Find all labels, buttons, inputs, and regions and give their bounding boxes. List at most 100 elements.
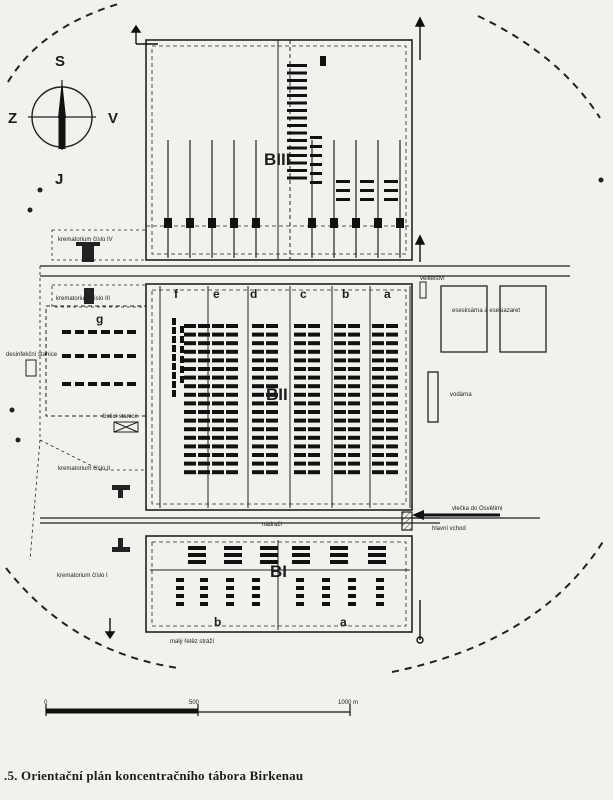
b2-barrack: [372, 367, 384, 371]
b2-barrack: [294, 324, 306, 328]
b2-barrack: [212, 392, 224, 397]
b2-barrack: [252, 410, 264, 414]
b2-barrack: [334, 435, 346, 440]
g-barrack: [62, 330, 71, 334]
b3-barrack: [384, 189, 398, 192]
b2-barrack: [266, 461, 278, 466]
b1-barrack: [322, 594, 330, 598]
b2-barrack: [252, 461, 264, 466]
b2-barrack: [252, 332, 264, 337]
b3-gatehouse: [352, 218, 360, 228]
b1-barrack: [376, 578, 384, 582]
main-gate-arrow: [412, 510, 500, 520]
b2-barrack: [294, 444, 306, 449]
b1-barrack: [348, 586, 356, 590]
b3-barrack: [287, 109, 307, 112]
subcamp-letter-e: e: [213, 287, 220, 301]
b2-barrack: [294, 427, 306, 432]
b2-barrack: [372, 435, 384, 440]
b2-barrack: [334, 375, 346, 380]
b2-barrack: [252, 435, 264, 440]
b2-barrack: [334, 418, 346, 423]
b2-barrack: [212, 332, 224, 337]
b2-barrack: [212, 410, 224, 414]
b3-barrack: [310, 172, 322, 175]
b2-barrack: [252, 341, 264, 346]
b2-barrack: [184, 470, 196, 475]
g-barrack: [75, 330, 84, 334]
b2-barrack: [212, 349, 224, 354]
b1-barrack: [368, 553, 386, 557]
b2-barrack: [372, 349, 384, 354]
b2-barrack: [184, 341, 196, 346]
b2-barrack: [212, 375, 224, 380]
b2-barrack: [180, 336, 184, 343]
b3-barrack: [310, 154, 322, 157]
section-b3-barracks: [164, 56, 404, 228]
b2-barrack: [226, 470, 238, 475]
b2-barrack: [308, 324, 320, 328]
b2-barrack: [348, 392, 360, 397]
b2-barrack: [372, 418, 384, 423]
barracks-hospital-label: esesksárna a esesiazaret: [452, 308, 520, 314]
b2-barrack: [226, 392, 238, 397]
b1-barrack: [296, 578, 304, 582]
b2-barrack: [226, 324, 238, 328]
b2-barrack: [266, 470, 278, 475]
b2-barrack: [252, 470, 264, 475]
b2-barrack: [212, 401, 224, 406]
b2-barrack: [348, 401, 360, 406]
b2-barrack: [348, 324, 360, 328]
g-barrack: [88, 382, 97, 386]
b2-barrack: [308, 444, 320, 449]
g-barrack: [75, 354, 84, 358]
b1-barrack: [260, 546, 278, 550]
b2-barrack: [184, 384, 196, 389]
b2-barrack: [266, 332, 278, 337]
b2-barrack: [386, 341, 398, 346]
b3-barrack: [287, 176, 307, 180]
b2-barrack: [294, 384, 306, 389]
sector-g-barracks: [62, 330, 136, 386]
b1-barrack: [322, 578, 330, 582]
b1-barrack: [176, 594, 184, 598]
b1-barrack: [224, 560, 242, 564]
b2-barrack: [184, 435, 196, 440]
b2-barrack: [266, 427, 278, 432]
b2-barrack: [212, 358, 224, 363]
b2-barrack: [308, 427, 320, 432]
b2-barrack: [372, 461, 384, 466]
b2-barrack: [334, 461, 346, 466]
b2-barrack: [212, 367, 224, 371]
b1-barrack: [376, 602, 384, 606]
b2-barrack: [372, 332, 384, 337]
b2-barrack: [184, 401, 196, 406]
b2-barrack: [266, 349, 278, 354]
g-barrack: [127, 354, 136, 358]
g-barrack: [75, 382, 84, 386]
b2-barrack: [212, 453, 224, 457]
b1-barrack: [252, 586, 260, 590]
g-barrack: [101, 382, 110, 386]
b2-barrack: [372, 427, 384, 432]
crematorium-3-label: krematorium číslo III: [56, 296, 110, 302]
b2-barrack: [266, 392, 278, 397]
b2-barrack: [252, 349, 264, 354]
b2-barrack: [266, 324, 278, 328]
b2-barrack: [386, 453, 398, 457]
b2-barrack: [386, 375, 398, 380]
b2-barrack: [180, 376, 184, 383]
compass-rose: [28, 80, 96, 150]
scale-tick-0: 0: [44, 700, 48, 706]
b2-barrack: [172, 318, 176, 325]
b3-gatehouse: [230, 218, 238, 228]
subcamp-letter-c: c: [300, 287, 307, 301]
b2-barrack: [212, 418, 224, 423]
command-structure: [419, 281, 427, 299]
b2-barrack: [266, 375, 278, 380]
crematorium-2-structure: [112, 485, 130, 498]
b1-barrack: [260, 560, 278, 564]
b2-barrack: [372, 392, 384, 397]
b1-barrack: [224, 553, 242, 557]
disinfection-station: [25, 359, 37, 377]
